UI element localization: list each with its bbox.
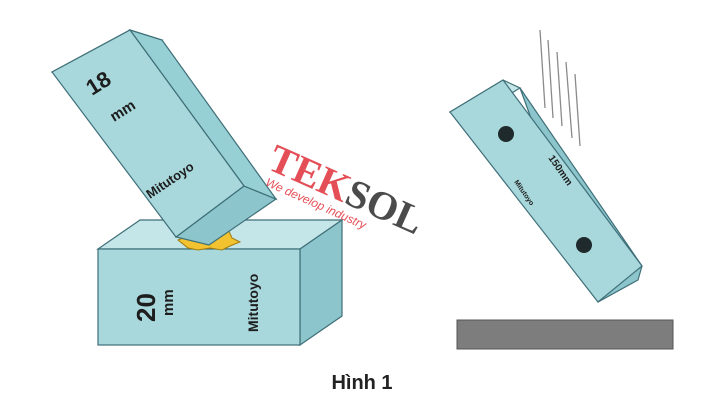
figure-caption: Hình 1 (331, 372, 393, 394)
block-20-brand: Mitutoyo (245, 274, 261, 332)
block-20-size: 20 (131, 293, 161, 322)
gauge-block-18mm: 18 mm Mitutoyo (50, 28, 278, 246)
motion-lines-icon (539, 29, 581, 147)
surface-plate (456, 319, 674, 350)
gauge-block-20mm: 20 mm Mitutoyo (96, 218, 344, 347)
watermark-part2: SOL (339, 170, 430, 244)
gauge-block-150mm: 150mm Mitutoyo (448, 79, 643, 303)
mounting-hole-top (498, 126, 514, 142)
mounting-hole-bottom (576, 237, 592, 253)
block-20-unit: mm (160, 289, 177, 316)
